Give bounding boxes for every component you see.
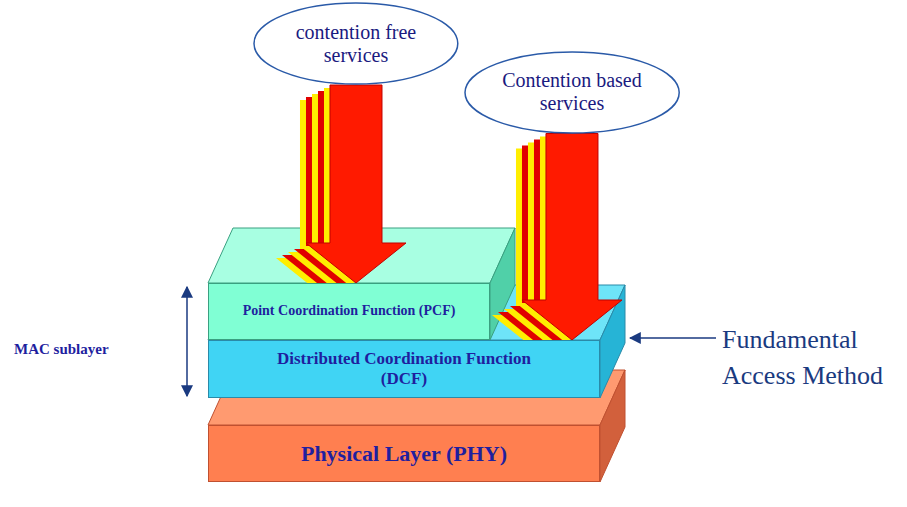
- ellipse-shape: [465, 52, 679, 133]
- service-ellipse: Contention based services: [464, 51, 680, 134]
- arrow-group: [276, 85, 406, 298]
- flow-arrow: [306, 85, 406, 283]
- node-text: Point Coordination Function (PCF): [243, 303, 456, 319]
- dcf-block: Distributed Coordination Function (DCF): [208, 340, 600, 398]
- span-arrow: [186, 287, 188, 396]
- node-text: Contention based services: [495, 69, 649, 115]
- pcf-block: Point Coordination Function (PCF): [208, 283, 490, 340]
- flow-arrow: [522, 134, 622, 341]
- layer-label: MAC sublayer: [14, 339, 174, 360]
- leader-arrow: [630, 337, 716, 339]
- service-ellipse: contention free services: [253, 2, 459, 85]
- arrow-group: [492, 134, 622, 356]
- ellipse-shape: [254, 3, 458, 84]
- node-text: contention free services: [283, 21, 429, 67]
- node-text: Physical Layer (PHY): [301, 441, 507, 466]
- callout-label: Fundamental Access Method: [722, 322, 902, 395]
- phy-block: Physical Layer (PHY): [208, 425, 600, 482]
- node-text: Distributed Coordination Function (DCF): [254, 349, 554, 388]
